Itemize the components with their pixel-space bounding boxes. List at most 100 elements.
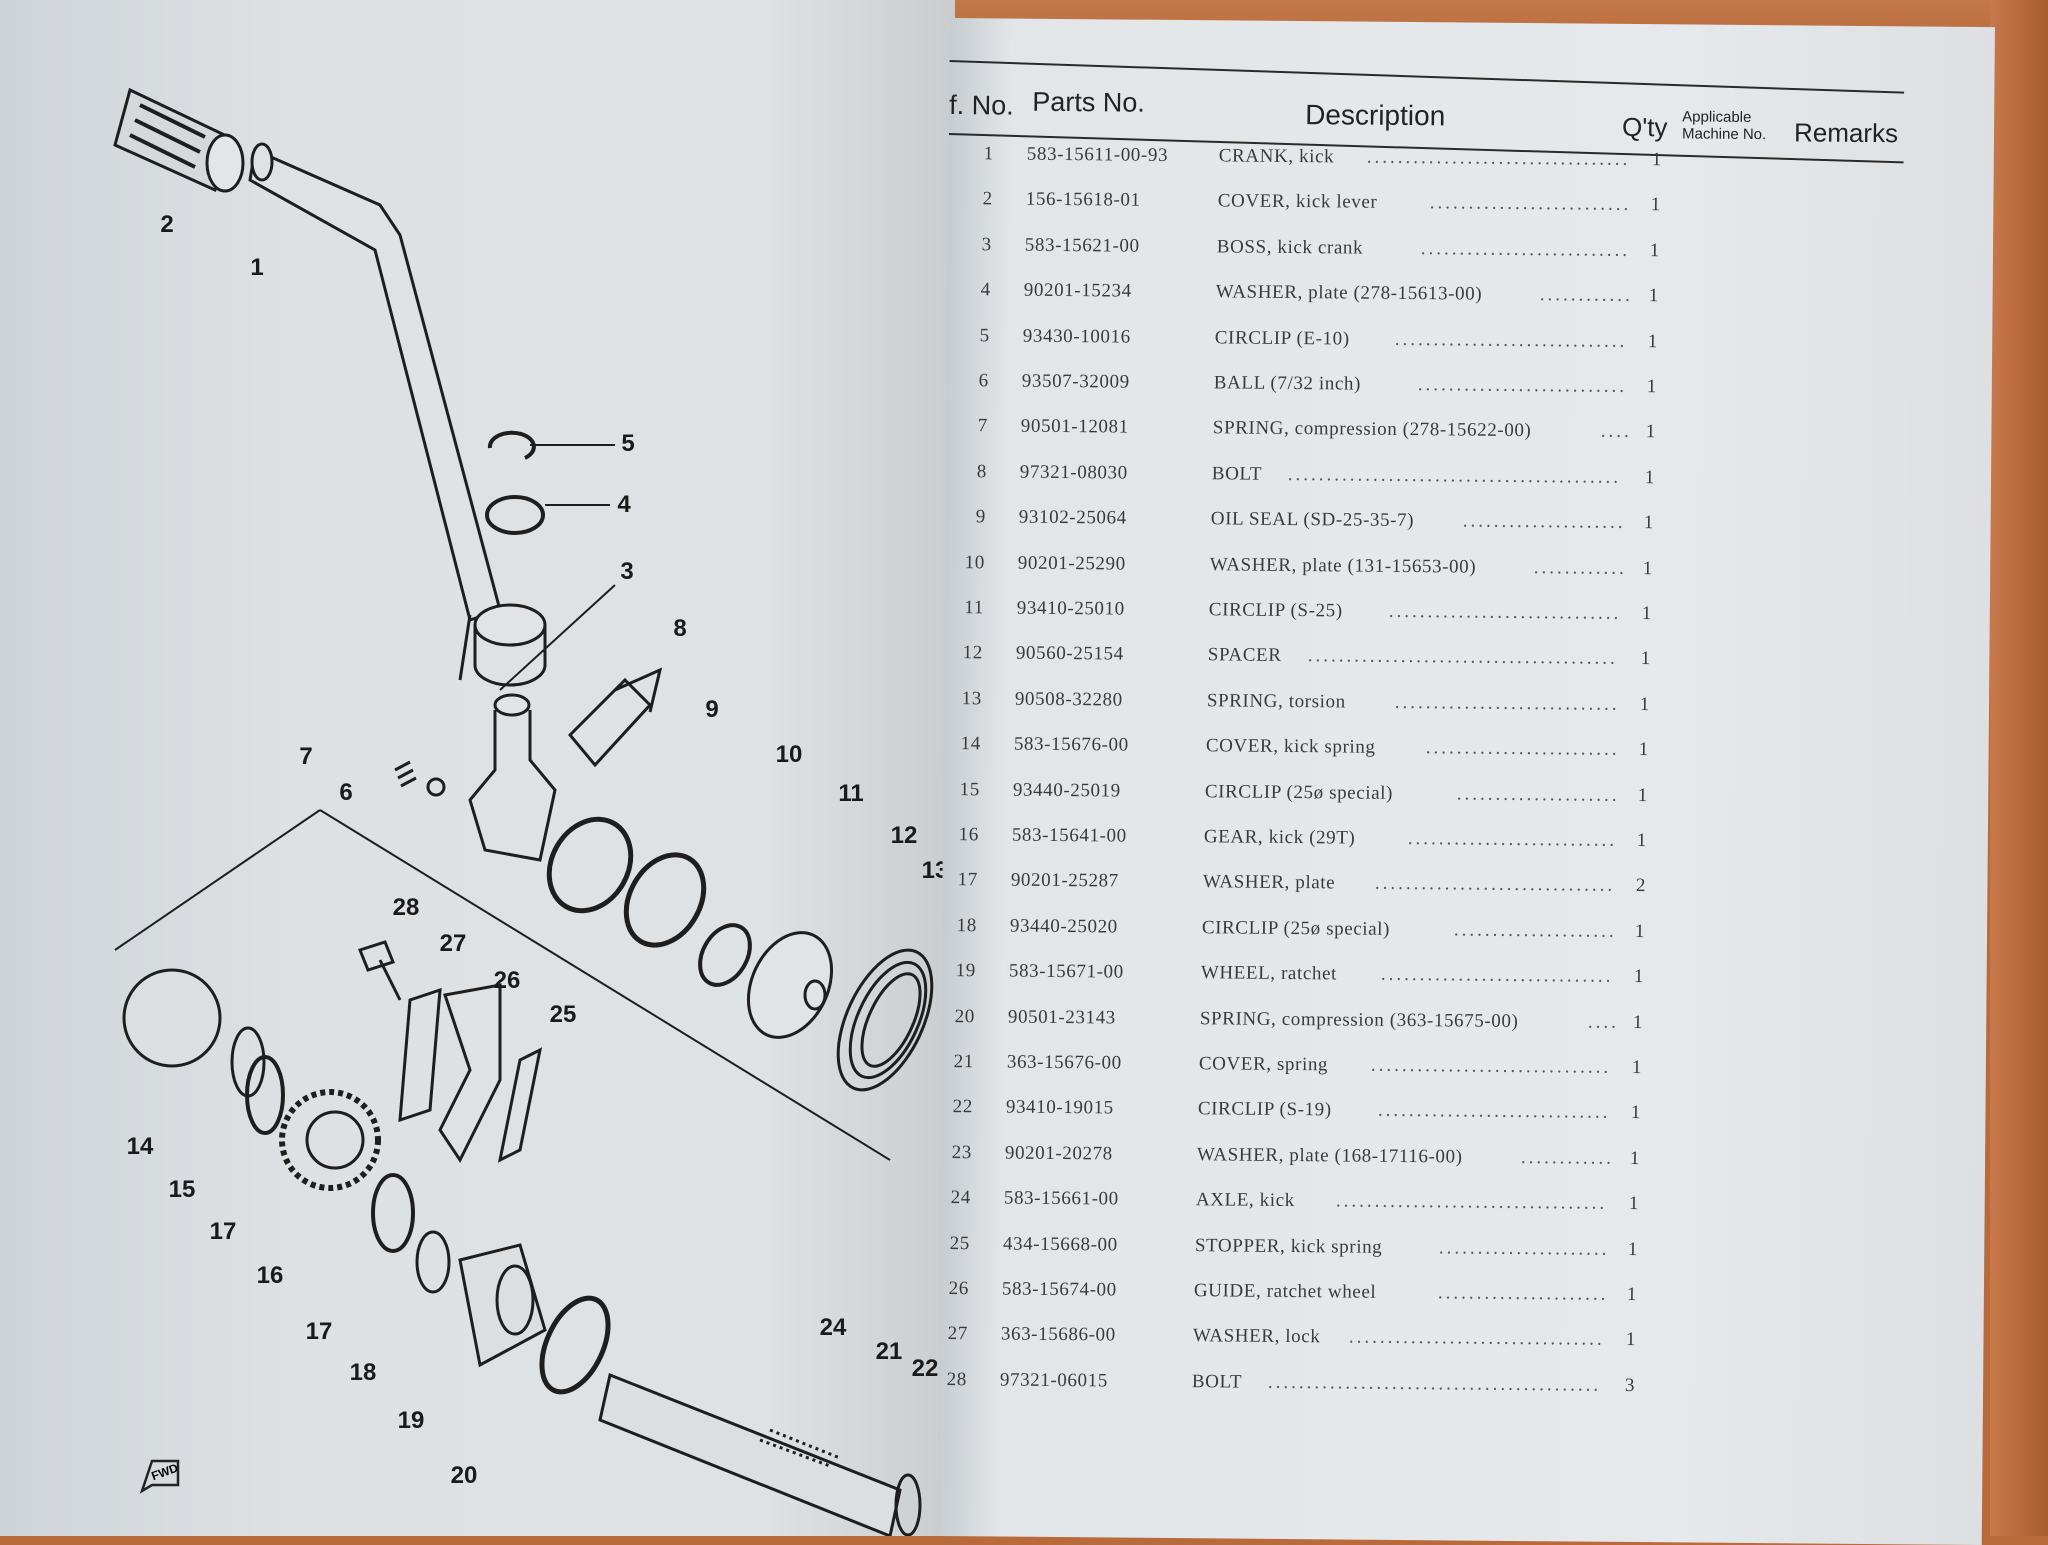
part-description: WASHER, plate (131-15653-00)	[1210, 554, 1477, 578]
part-description: CIRCLIP (E-10)	[1215, 327, 1350, 350]
ref-number: 1	[954, 143, 994, 165]
leader-dots: ..............................	[1395, 328, 1628, 352]
part-description: AXLE, kick	[1196, 1189, 1295, 1212]
quantity: 1	[1650, 240, 1660, 262]
ref-number: 8	[947, 461, 987, 483]
part-description: SPRING, torsion	[1207, 690, 1346, 713]
leader-dots: ........................................…	[1288, 464, 1621, 489]
callout-1: 1	[250, 254, 263, 282]
quantity: 1	[1643, 558, 1653, 580]
part-description: WASHER, plate (278-15613-00)	[1216, 282, 1483, 306]
part-description: CIRCLIP (S-19)	[1198, 1099, 1332, 1122]
spring-cover	[896, 1475, 920, 1535]
leader-dots: ........................................	[1308, 646, 1618, 671]
ball	[428, 779, 444, 795]
ref-number: 11	[944, 597, 984, 619]
leader-dots: ........................................…	[1268, 1372, 1601, 1397]
ref-number: 28	[927, 1369, 967, 1391]
kick-crank-boss	[470, 605, 555, 860]
kick-grip	[115, 90, 243, 191]
callout-26: 26	[494, 967, 521, 995]
part-description: WASHER, plate	[1203, 872, 1336, 895]
callout-27: 27	[440, 930, 467, 958]
part-description: WHEEL, ratchet	[1201, 962, 1337, 985]
callout-21: 21	[876, 1338, 903, 1366]
part-number: 90201-15234	[1024, 280, 1132, 303]
part-description: CRANK, kick	[1219, 145, 1335, 168]
part-number: 93507-32009	[1022, 371, 1130, 394]
quantity: 1	[1651, 195, 1661, 217]
header-description: Description	[1305, 99, 1445, 132]
part-number: 93410-19015	[1006, 1097, 1114, 1120]
part-number: 90201-25290	[1018, 552, 1126, 575]
oil-seal	[533, 804, 647, 925]
ref-number: 26	[929, 1278, 969, 1300]
callout-25: 25	[550, 1001, 577, 1029]
part-number: 583-15611-00-93	[1027, 144, 1168, 167]
ref-number: 19	[936, 960, 976, 982]
part-description: WASHER, plate (168-17116-00)	[1197, 1144, 1463, 1168]
lock-washer	[400, 990, 440, 1120]
quantity: 1	[1640, 694, 1650, 716]
ref-number: 12	[943, 642, 983, 664]
leader-dots: ......................	[1438, 1282, 1609, 1305]
part-description: WASHER, lock	[1193, 1326, 1321, 1349]
leader-dots: ...............................	[1375, 873, 1615, 897]
ref-number: 21	[934, 1051, 974, 1073]
callout-9: 9	[705, 696, 718, 724]
callout-28: 28	[393, 894, 420, 922]
callout-4: 4	[617, 491, 630, 519]
kick-spring-cover	[124, 970, 220, 1066]
part-number: 583-15621-00	[1025, 234, 1140, 257]
part-number: 97321-08030	[1020, 461, 1128, 484]
leader-dots: .............................	[1395, 692, 1620, 716]
part-description: CIRCLIP (S-25)	[1209, 599, 1343, 622]
ref-number: 16	[939, 824, 979, 846]
bolt-28	[360, 942, 400, 1000]
part-number: 90501-23143	[1008, 1006, 1116, 1029]
circlip-18	[417, 1232, 449, 1292]
ratchet-wheel	[460, 1245, 545, 1365]
quantity: 1	[1646, 421, 1656, 443]
leader-dots: ....	[1588, 1011, 1619, 1033]
quantity: 1	[1645, 467, 1655, 489]
part-description: STOPPER, kick spring	[1195, 1235, 1383, 1259]
part-number: 90201-20278	[1005, 1142, 1113, 1165]
ref-number: 22	[933, 1096, 973, 1118]
torsion-spring	[819, 936, 951, 1104]
washer	[611, 841, 720, 959]
header-ref-no: f. No.	[949, 90, 1014, 122]
part-number: 93430-10016	[1023, 325, 1131, 348]
part-number: 583-15674-00	[1002, 1279, 1117, 1302]
quantity: 1	[1638, 785, 1648, 807]
callout-12: 12	[891, 822, 918, 850]
part-description: BOSS, kick crank	[1217, 236, 1363, 259]
kick-axle	[600, 1375, 900, 1536]
leader-dots: ......................	[1439, 1237, 1610, 1260]
ref-number: 10	[945, 552, 985, 574]
part-number: 93440-25020	[1010, 915, 1118, 938]
ref-number: 9	[946, 506, 986, 528]
quantity: 1	[1641, 648, 1651, 670]
leader-dots: ...........................	[1421, 238, 1630, 262]
right-page-parts-list: f. No. Parts No. Description Q'ty Applic…	[937, 18, 1995, 1545]
part-description: SPRING, compression (278-15622-00)	[1213, 418, 1532, 443]
circlip-e10	[490, 433, 534, 458]
leader-dots: ..............................	[1389, 601, 1622, 625]
part-number: 90508-32280	[1015, 688, 1123, 711]
part-number: 90501-12081	[1021, 416, 1129, 439]
header-applicable: Applicable	[1682, 108, 1751, 126]
quantity: 1	[1629, 1193, 1639, 1215]
leader-dots: ..............................	[1378, 1100, 1611, 1124]
quantity: 1	[1648, 331, 1658, 353]
part-number: 583-15661-00	[1004, 1188, 1119, 1211]
part-number: 93410-25010	[1017, 598, 1125, 621]
quantity: 1	[1642, 603, 1652, 625]
quantity: 1	[1626, 1329, 1636, 1351]
header-remarks: Remarks	[1794, 117, 1898, 149]
quantity: 1	[1631, 1102, 1641, 1124]
header-parts-no: Parts No.	[1032, 87, 1145, 119]
leader-dots: ............	[1521, 1147, 1614, 1170]
ref-number: 2	[953, 188, 993, 210]
leader-dots: ............	[1540, 284, 1633, 307]
